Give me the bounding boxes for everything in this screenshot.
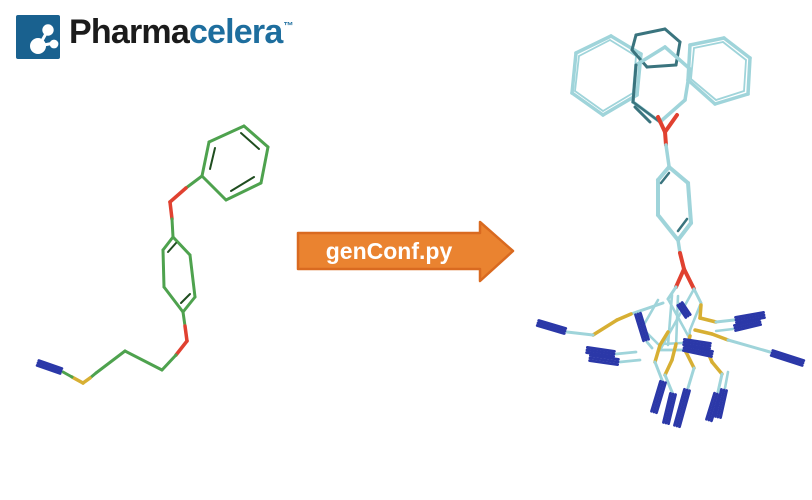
arrow-script-label: genConf.py bbox=[326, 238, 453, 264]
brand-wordmark: Pharmacelera™ bbox=[69, 10, 293, 63]
right-arrow-shape bbox=[296, 220, 515, 283]
process-arrow: genConf.py bbox=[296, 220, 515, 283]
query-molecule-structure bbox=[35, 124, 270, 385]
brand-part-celera: celera bbox=[188, 13, 283, 51]
brand-part-pharma: Pharma bbox=[69, 13, 190, 51]
trademark-symbol: ™ bbox=[283, 21, 293, 32]
molecule-logo-icon bbox=[16, 14, 60, 59]
conformer-ensemble-structure bbox=[535, 27, 806, 429]
molecule-logo-glyph bbox=[30, 23, 59, 54]
pharmacelera-logo: Pharmacelera™ bbox=[16, 10, 293, 63]
